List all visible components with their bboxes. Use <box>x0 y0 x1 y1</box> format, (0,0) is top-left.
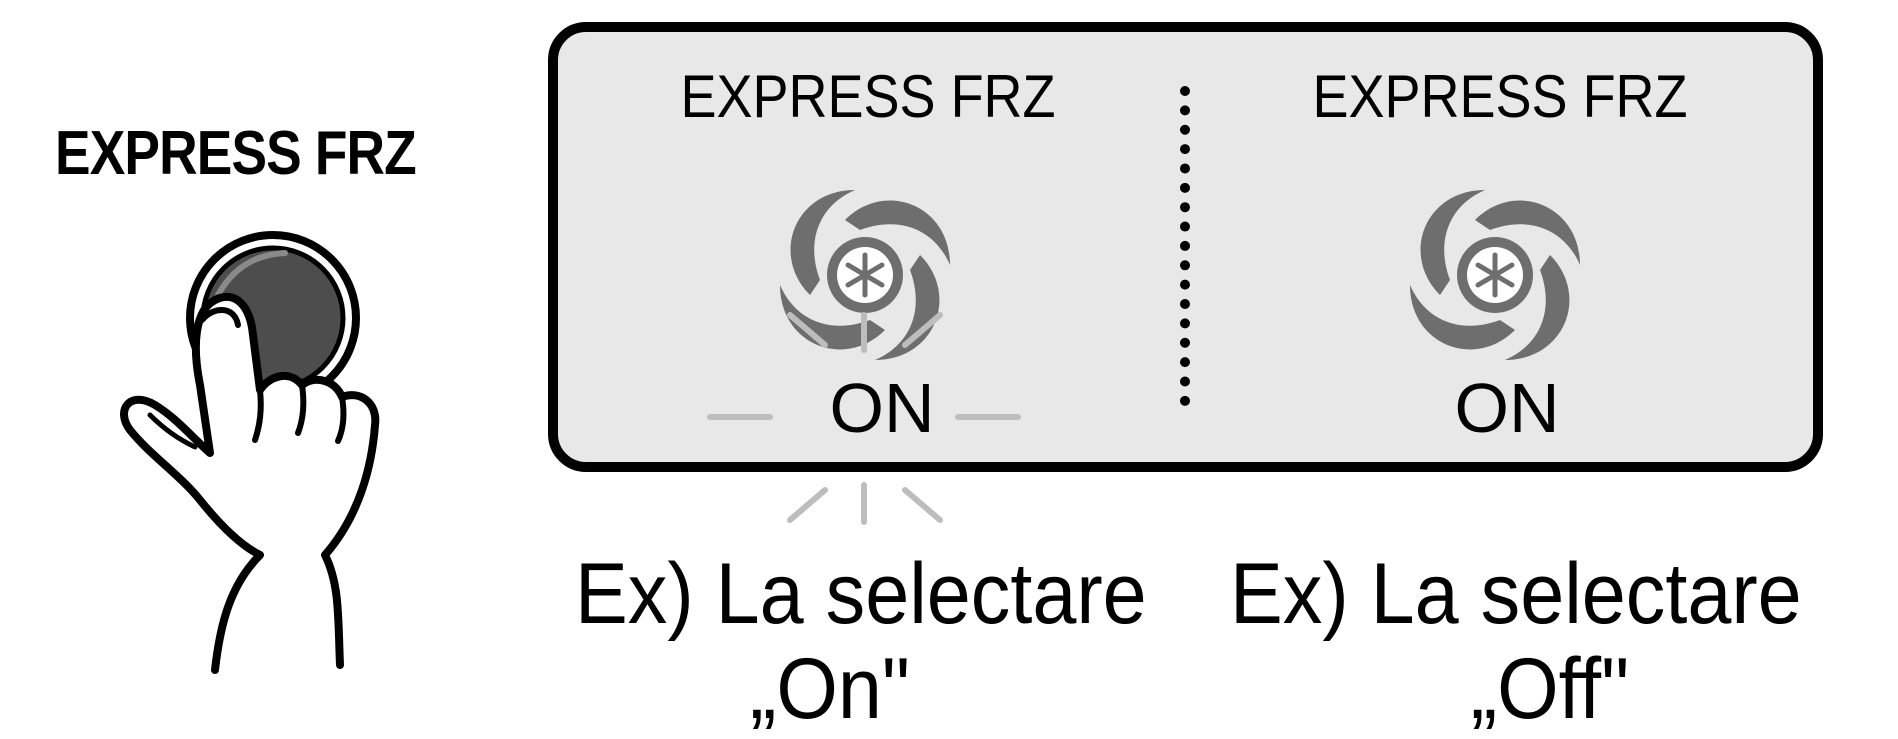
display-title-right: EXPRESS FRZ <box>1312 63 1688 130</box>
blink-rays-icon <box>707 312 1021 525</box>
caption-left-line2: „On" <box>750 641 910 737</box>
caption-right-line1: Ex) La selectare <box>1230 546 1802 642</box>
caption-left-line1: Ex) La selectare <box>575 546 1147 642</box>
display-title-left: EXPRESS FRZ <box>680 63 1056 130</box>
fan-snowflake-icon-right <box>1410 190 1580 360</box>
fan-snowflake-icon-left <box>780 190 950 360</box>
button-label: EXPRESS FRZ <box>55 119 417 188</box>
status-on-right: ON <box>1454 369 1560 447</box>
status-on-left: ON <box>829 369 935 447</box>
hand-outline <box>120 292 380 674</box>
caption-right-line2: „Off" <box>1470 641 1630 737</box>
hand-pressing-button-icon[interactable] <box>110 225 380 695</box>
dotted-divider <box>1180 86 1190 406</box>
